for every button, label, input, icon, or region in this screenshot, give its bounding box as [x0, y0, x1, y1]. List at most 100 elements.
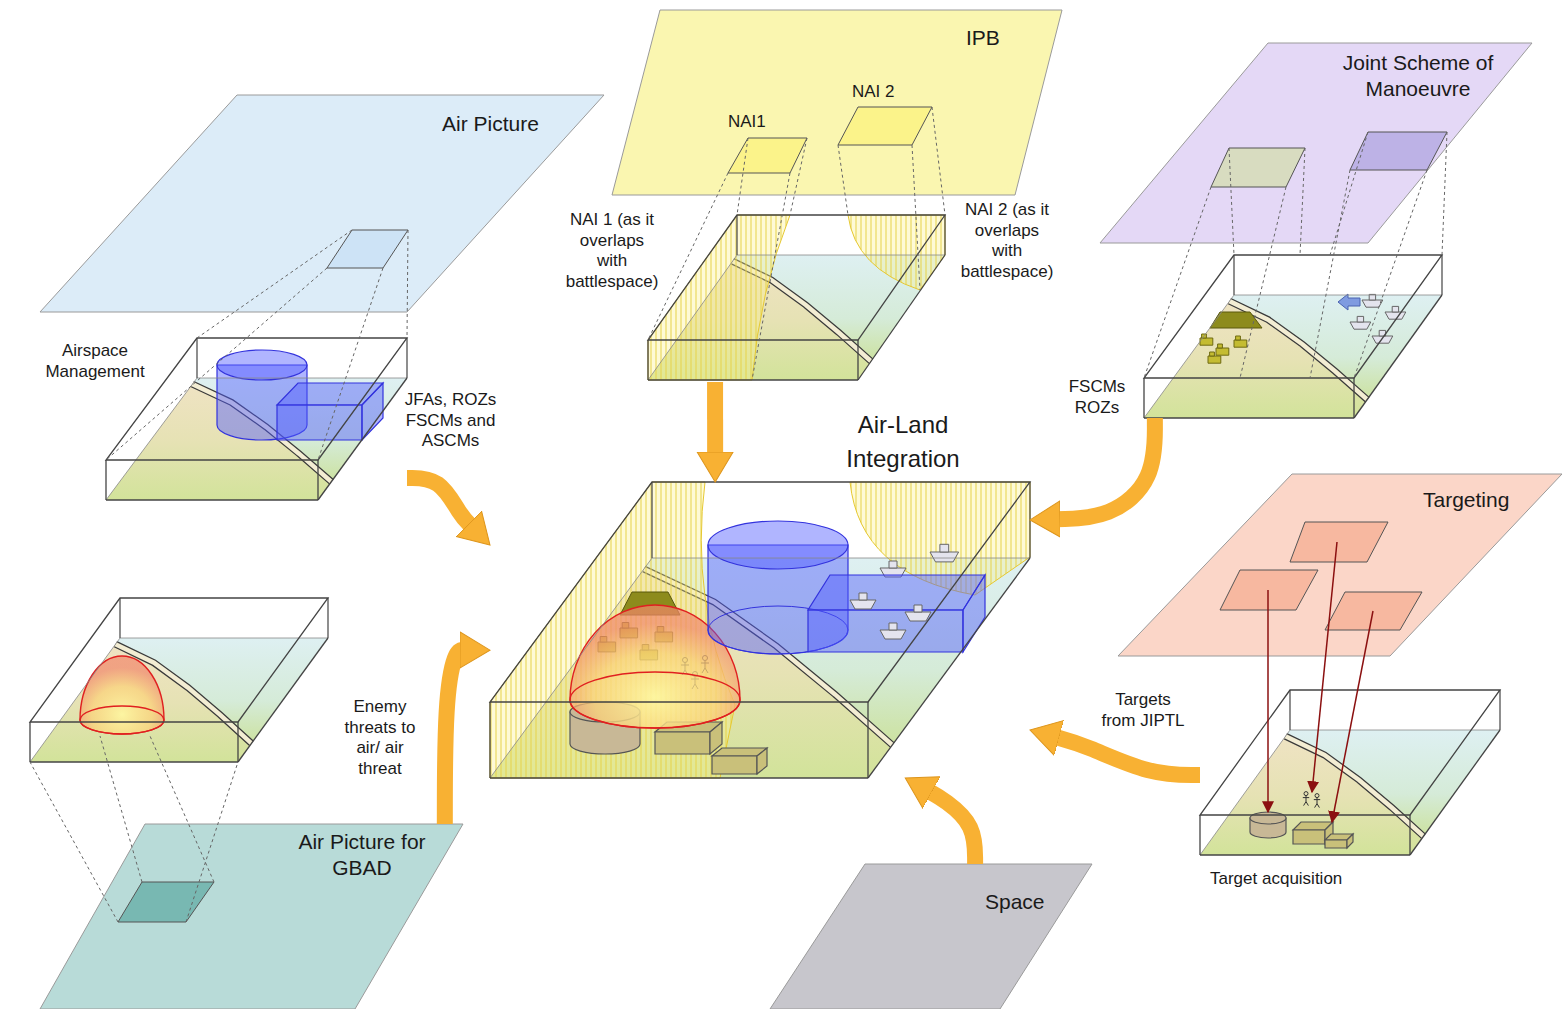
- projection-line: [648, 173, 728, 340]
- target-building-side: [1347, 834, 1353, 848]
- box-edge: [737, 255, 945, 256]
- target-tank-top: [1250, 812, 1286, 824]
- node-title: IPB: [966, 25, 1000, 51]
- space-plane: Space: [770, 864, 1092, 1009]
- box-edge: [1353, 378, 1354, 418]
- person-head: [1315, 794, 1319, 798]
- connector-arrow: [707, 382, 723, 456]
- box-edge: [944, 215, 945, 255]
- box-edge: [317, 460, 318, 500]
- airspace-box-front: [808, 610, 963, 652]
- box-edge: [648, 255, 737, 380]
- box-top: [648, 215, 945, 340]
- airspace-illustration: [106, 338, 407, 500]
- integration-illustration: [490, 482, 1030, 778]
- box-edge: [29, 722, 30, 762]
- box-edge: [648, 379, 858, 380]
- movement-arrow: [1338, 294, 1360, 310]
- connector-label: Targets from JIPTL: [1098, 690, 1188, 731]
- box-edge: [867, 702, 868, 778]
- box-edge: [1234, 295, 1442, 296]
- person-body: [1306, 796, 1307, 802]
- box-edge: [196, 338, 197, 378]
- person-leg: [1317, 804, 1319, 808]
- ship-cabin: [889, 623, 897, 630]
- manoeuvre-illustration: [1144, 255, 1442, 418]
- box-edge: [119, 598, 120, 638]
- person-arm: [1303, 797, 1309, 798]
- area-label: NAI1: [728, 112, 766, 133]
- box-edge: [1233, 255, 1234, 295]
- box-edge: [1200, 854, 1410, 855]
- box-edge: [489, 702, 490, 778]
- box-edge: [1290, 730, 1500, 731]
- person-head: [1304, 792, 1308, 796]
- box-top: [1144, 255, 1442, 378]
- box-edge: [647, 340, 648, 380]
- box-edge: [1499, 690, 1500, 730]
- connector-label: JFAs, ROZs FSCMs and ASCMs: [393, 390, 508, 452]
- area-label: NAI 2 (as it overlaps with battlespace): [958, 200, 1056, 283]
- gbad-plane: Air Picture for GBAD: [40, 824, 463, 1009]
- airspace-box-side: [963, 575, 985, 652]
- node-title: Targeting: [1423, 487, 1509, 513]
- box-edge: [857, 340, 858, 380]
- box-edge: [1441, 255, 1442, 295]
- box-top: [30, 598, 328, 722]
- box-edge: [30, 638, 120, 762]
- connector-arrow: [1055, 737, 1200, 775]
- box-edge: [1409, 815, 1410, 855]
- person-leg: [1306, 802, 1308, 806]
- node-title: Airspace Management: [41, 341, 149, 382]
- vehicle-cab: [1210, 352, 1215, 356]
- person-leg: [1304, 802, 1306, 806]
- box-edge: [1289, 690, 1290, 730]
- box-top: [106, 338, 407, 460]
- acquisition-illustration: [1200, 690, 1500, 855]
- plane-outline: [770, 864, 1092, 1009]
- box-edge: [868, 558, 1030, 778]
- target-building-front: [1293, 830, 1325, 844]
- vehicle-icon: [1208, 356, 1221, 363]
- target-building-front: [1325, 840, 1347, 848]
- box-edge: [651, 482, 652, 558]
- airspace-box-side: [362, 383, 383, 440]
- ship-icon: [880, 630, 906, 639]
- plane-fill: [40, 824, 463, 1009]
- ship-icon: [1385, 312, 1406, 319]
- box-edge: [197, 378, 407, 379]
- box-edge: [1200, 730, 1290, 855]
- ship-cabin: [859, 593, 867, 600]
- plane-fill: [1100, 43, 1532, 243]
- plane-fill: [612, 10, 1062, 195]
- box-edge: [1354, 295, 1442, 418]
- box-edge: [106, 499, 318, 500]
- target-arrow: [1267, 590, 1269, 812]
- box-edge: [1143, 378, 1144, 418]
- box-edge: [736, 215, 737, 255]
- ship-cabin: [1357, 316, 1363, 322]
- terrain-water: [1286, 730, 1501, 836]
- box-top: [1200, 690, 1500, 815]
- air-picture-plane: Air Picture: [40, 95, 604, 312]
- box-edge: [30, 761, 238, 762]
- box-edge: [327, 598, 328, 638]
- target-building-front: [655, 732, 710, 754]
- box-edge: [120, 638, 328, 639]
- ship-cabin: [940, 544, 949, 552]
- vehicle-cab: [1218, 344, 1223, 348]
- box-edge: [238, 638, 328, 762]
- threat-dome-base: [570, 672, 740, 728]
- road-edge: [1286, 736, 1424, 836]
- vehicle-icon: [1216, 348, 1229, 355]
- person-leg: [1315, 804, 1317, 808]
- node-title: Space: [985, 889, 1045, 915]
- box-edge: [105, 460, 106, 500]
- connector-label: Enemy threats to air/ air threat: [339, 697, 421, 780]
- box-edge: [1144, 295, 1234, 418]
- box-edge: [858, 255, 945, 380]
- node-title: Air Picture for GBAD: [282, 829, 442, 880]
